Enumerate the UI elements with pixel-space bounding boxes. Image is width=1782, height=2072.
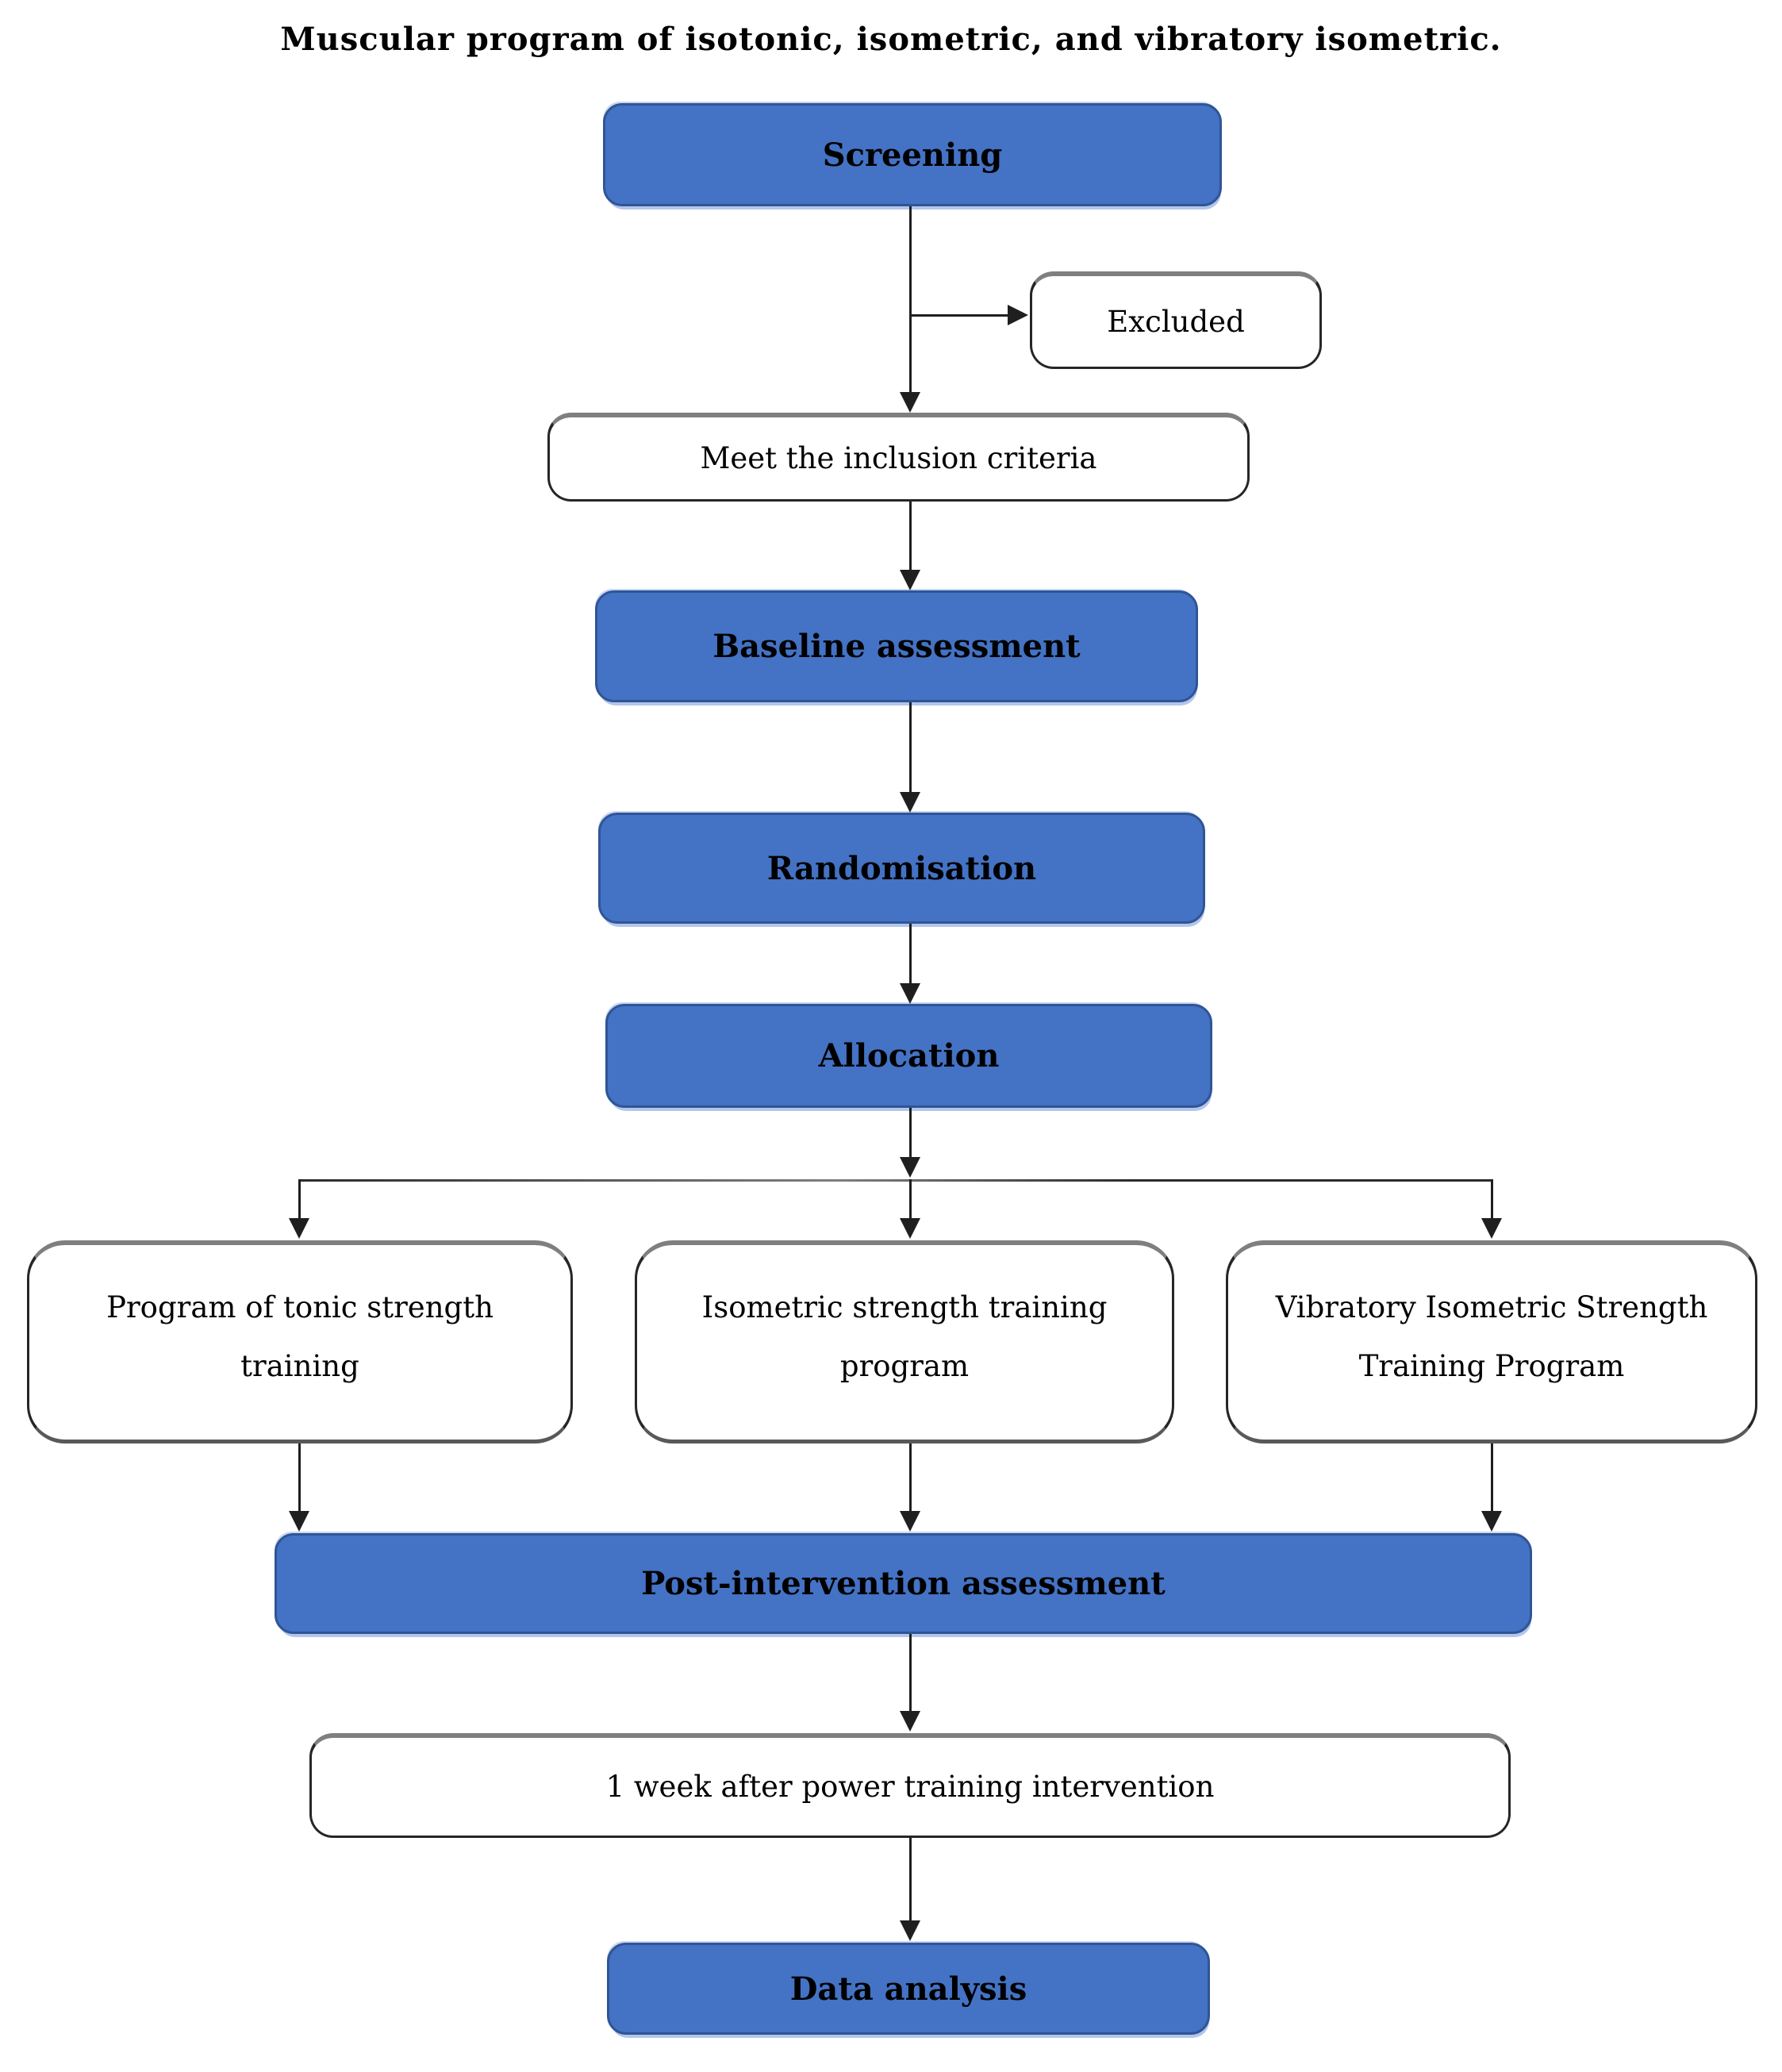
node-screening-label: Screening bbox=[822, 136, 1003, 174]
node-data-analysis: Data analysis bbox=[607, 1943, 1210, 2035]
connector-randomisation-to-allocation bbox=[909, 924, 912, 986]
arrowhead-down-post-right bbox=[1481, 1511, 1502, 1532]
node-one-week-after-intervention-label: 1 week after power training intervention bbox=[605, 1770, 1215, 1804]
connector-baseline-to-randomisation bbox=[909, 702, 912, 795]
connector-post-to-week bbox=[909, 1634, 912, 1714]
node-one-week-after-intervention: 1 week after power training intervention bbox=[309, 1733, 1511, 1838]
node-randomisation: Randomisation bbox=[598, 813, 1205, 924]
node-post-intervention-assessment-label: Post-intervention assessment bbox=[641, 1565, 1166, 1602]
arrowhead-down-vibratory bbox=[1481, 1218, 1502, 1239]
arrowhead-down-baseline bbox=[900, 570, 920, 590]
arrowhead-down-isometric bbox=[900, 1218, 920, 1239]
node-allocation-label: Allocation bbox=[818, 1037, 1000, 1074]
node-excluded-label: Excluded bbox=[1107, 304, 1245, 339]
arrowhead-down-week bbox=[900, 1711, 920, 1732]
arrowhead-down-post-left bbox=[289, 1511, 309, 1532]
connector-week-to-data bbox=[909, 1838, 912, 1924]
node-randomisation-label: Randomisation bbox=[766, 849, 1037, 887]
node-data-analysis-label: Data analysis bbox=[789, 1970, 1027, 2008]
connector-screening-to-meet bbox=[909, 206, 912, 397]
node-screening: Screening bbox=[603, 103, 1222, 206]
figure-title: Muscular program of isotonic, isometric,… bbox=[280, 21, 1502, 58]
arrowhead-down-randomisation bbox=[900, 792, 920, 813]
connector-to-excluded bbox=[910, 314, 1009, 317]
node-post-intervention-assessment: Post-intervention assessment bbox=[275, 1533, 1532, 1634]
connector-branch-to-tonic bbox=[298, 1179, 301, 1221]
arrowhead-right-excluded bbox=[1008, 305, 1028, 325]
node-isometric-strength-program-label: Isometric strength training program bbox=[701, 1290, 1108, 1383]
connector-isometric-to-post bbox=[909, 1443, 912, 1514]
node-tonic-strength-program-label: Program of tonic strength training bbox=[106, 1290, 494, 1383]
connector-meet-to-baseline bbox=[909, 502, 912, 573]
node-tonic-strength-program: Program of tonic strength training bbox=[27, 1240, 573, 1443]
connector-allocation-to-branch bbox=[909, 1108, 912, 1160]
arrowhead-down-tonic bbox=[289, 1218, 309, 1239]
node-vibratory-isometric-program-label: Vibratory Isometric Strength Training Pr… bbox=[1275, 1290, 1708, 1383]
connector-branch-to-vibratory bbox=[1491, 1179, 1493, 1221]
arrowhead-down-meet bbox=[900, 392, 920, 413]
arrowhead-down-allocation bbox=[900, 983, 920, 1004]
node-meet-inclusion-criteria-label: Meet the inclusion criteria bbox=[700, 441, 1097, 475]
node-isometric-strength-program: Isometric strength training program bbox=[635, 1240, 1174, 1443]
node-meet-inclusion-criteria: Meet the inclusion criteria bbox=[547, 413, 1250, 502]
connector-vibratory-to-post bbox=[1491, 1443, 1493, 1514]
node-baseline-assessment: Baseline assessment bbox=[595, 590, 1198, 702]
connector-tonic-to-post bbox=[298, 1443, 301, 1514]
node-baseline-assessment-label: Baseline assessment bbox=[712, 628, 1081, 665]
arrowhead-down-branch bbox=[900, 1157, 920, 1178]
arrowhead-down-post-mid bbox=[900, 1511, 920, 1532]
branch-horizontal-line bbox=[298, 1179, 1493, 1182]
node-excluded: Excluded bbox=[1030, 271, 1322, 369]
node-vibratory-isometric-program: Vibratory Isometric Strength Training Pr… bbox=[1226, 1240, 1757, 1443]
connector-branch-to-isometric bbox=[909, 1179, 912, 1221]
arrowhead-down-data bbox=[900, 1920, 920, 1941]
node-allocation: Allocation bbox=[605, 1004, 1212, 1108]
